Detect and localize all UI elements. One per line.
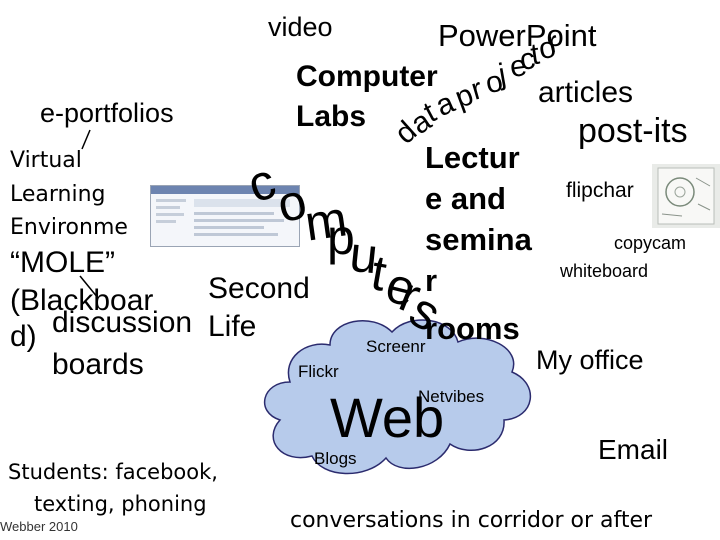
- label-copycam: copycam: [614, 233, 687, 253]
- label-learning: Learning: [10, 182, 106, 207]
- label-virtual: Virtual: [10, 148, 82, 173]
- flipchart-photo-image: [652, 164, 720, 228]
- label-powerpoint: PowerPoint: [438, 18, 597, 53]
- label-labs: Labs: [296, 100, 367, 133]
- label-mole: “MOLE”: [10, 246, 115, 279]
- label-environment: Environme: [10, 215, 128, 240]
- label-netvibes: Netvibes: [418, 387, 485, 406]
- label-my-office: My office: [536, 345, 644, 375]
- label-flipchart: flipchar: [566, 179, 634, 202]
- label-blackboard-d: d): [10, 320, 37, 353]
- label-second: Second: [208, 272, 310, 305]
- label-flickr: Flickr: [298, 362, 339, 381]
- label-students-2: texting, phoning: [34, 492, 207, 516]
- label-life: Life: [208, 310, 257, 343]
- label-lecture-4: r: [425, 263, 438, 298]
- label-lecture-1: Lectur: [425, 140, 520, 175]
- label-conversations: conversations in corridor or after: [290, 508, 653, 533]
- label-web: Web: [330, 386, 445, 449]
- label-discussion: discussion: [52, 306, 193, 339]
- vle-screenshot-image: [150, 185, 300, 247]
- label-whiteboard: whiteboard: [560, 261, 649, 281]
- computers-letter: p: [327, 209, 355, 265]
- label-computer: Computer: [296, 60, 438, 93]
- label-blackboard: (Blackboar: [10, 284, 154, 317]
- label-students-1: Students: facebook,: [8, 460, 218, 484]
- label-lecture-3: semina: [425, 222, 532, 257]
- label-credit: Webber 2010: [0, 519, 78, 534]
- label-lecture-5: rooms: [425, 311, 520, 346]
- label-articles: articles: [538, 76, 634, 109]
- label-lecture-2: e and: [425, 181, 506, 216]
- label-email: Email: [598, 434, 669, 465]
- label-boards: boards: [52, 348, 144, 381]
- label-post-its: post-its: [578, 112, 688, 150]
- label-video: video: [268, 12, 333, 42]
- label-blogs: Blogs: [314, 449, 357, 468]
- label-screenr: Screenr: [366, 337, 426, 356]
- label-e-portfolios: e-portfolios: [40, 98, 174, 128]
